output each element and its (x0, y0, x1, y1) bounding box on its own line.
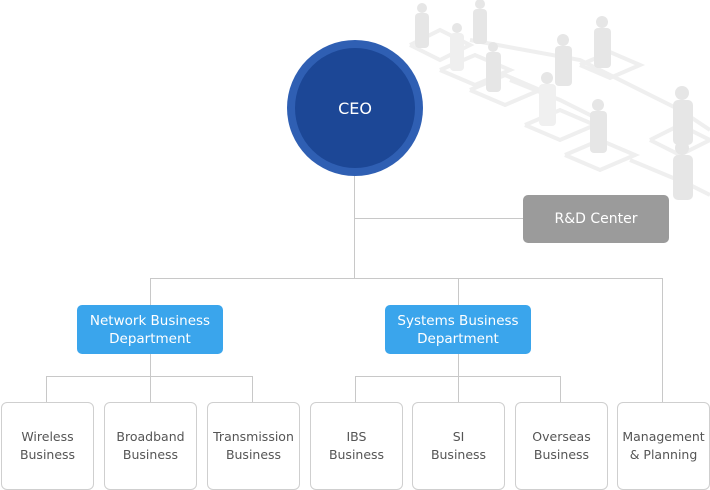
org-network-people-icon (409, 0, 710, 200)
connector-si (458, 376, 459, 402)
connector-ibs (355, 376, 356, 402)
connector-systems-up (458, 278, 459, 305)
connector-wireless (46, 376, 47, 402)
ceo-label: CEO (295, 48, 415, 168)
wireless-business-node: Wireless Business (1, 402, 94, 490)
ceo-node: CEO (287, 40, 423, 176)
connector-overseas (560, 376, 561, 402)
connector-network-up (150, 278, 151, 305)
transmission-business-node: Transmission Business (207, 402, 300, 490)
connector-ceo-rd (354, 218, 523, 219)
rd-center-node: R&D Center (523, 195, 669, 243)
connector-management-vertical (662, 278, 663, 402)
connector-transmission (252, 376, 253, 402)
broadband-business-node: Broadband Business (104, 402, 197, 490)
systems-business-department-node: Systems Business Department (385, 305, 531, 354)
network-business-department-node: Network Business Department (77, 305, 223, 354)
management-planning-node: Management & Planning (617, 402, 710, 490)
connector-ceo-vertical (354, 176, 355, 278)
overseas-business-node: Overseas Business (515, 402, 608, 490)
connector-network-down (150, 354, 151, 376)
connector-broadband (150, 376, 151, 402)
connector-main-horizontal (150, 278, 663, 279)
ibs-business-node: IBS Business (310, 402, 403, 490)
connector-network-horizontal (46, 376, 253, 377)
connector-systems-down (458, 354, 459, 376)
si-business-node: SI Business (412, 402, 505, 490)
